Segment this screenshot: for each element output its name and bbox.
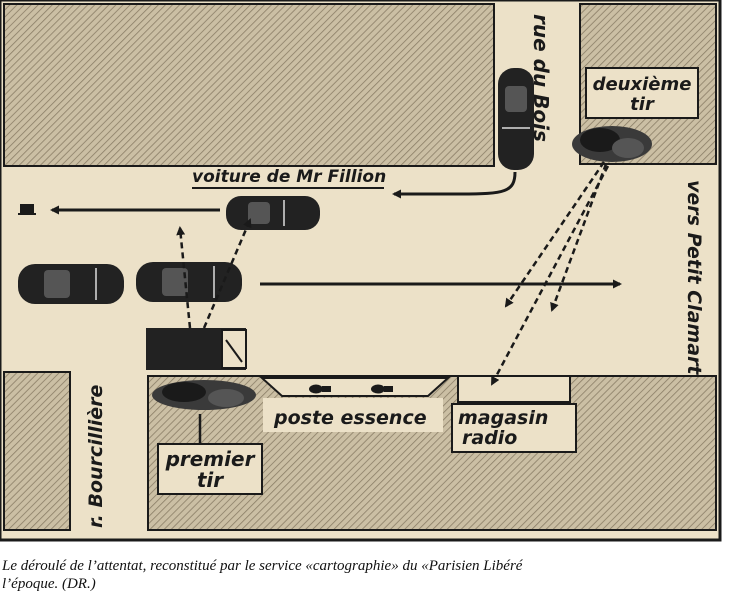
fillion-car-label: voiture de Mr Fillion [192, 167, 386, 187]
street-label-bourcilliere: r. Bourcillière [85, 385, 107, 528]
car-turn-arrow [392, 171, 517, 199]
caption-line-1: Le déroulé de l’attentat, reconstitué pa… [2, 558, 523, 574]
fuel-pump-icon [371, 384, 393, 394]
figure-caption: Le déroulé de l’attentat, reconstitué pa… [2, 557, 736, 597]
first-shot-label-line1: premier [165, 447, 256, 471]
radio-shop-box [451, 403, 577, 453]
motorcycle-icon [18, 204, 36, 215]
shot-line-second-1 [504, 161, 606, 308]
gas-station-label: poste essence [273, 407, 427, 429]
block-top-left [3, 3, 495, 167]
gas-station-label-bg [263, 398, 443, 432]
block-bottom-left [3, 371, 71, 531]
first-shot-box [157, 443, 263, 495]
attackers-van [146, 328, 247, 370]
radio-shop-label-line1: magasin [458, 407, 548, 429]
second-shooters-cluster [572, 126, 652, 162]
shot-lines [176, 161, 610, 386]
gas-station [259, 377, 451, 432]
car-fillion [226, 196, 320, 230]
radio-shop-label-line2: radio [462, 427, 517, 449]
car-left-1 [18, 264, 124, 304]
fuel-pump-icon [309, 384, 331, 394]
gas-station-forecourt [259, 377, 451, 397]
first-shot-label-line2: tir [197, 468, 224, 492]
car-de-gaulle [136, 262, 242, 302]
second-shot-label-line1: deuxième [593, 74, 692, 95]
attack-map: rue du Bois r. Bourcillière vers Petit C… [0, 0, 722, 542]
second-shot-label-line2: tir [630, 94, 655, 115]
second-shot-box [585, 67, 699, 119]
car-rue-du-bois [498, 68, 534, 170]
shot-line-second-3 [490, 165, 610, 386]
first-shooters-cluster [152, 380, 256, 410]
shot-line-first-1 [176, 226, 192, 329]
street-label-petit-clamart: vers Petit Clamart [683, 180, 705, 375]
street-label-rue-du-bois: rue du Bois [529, 14, 553, 142]
caption-line-2: l’époque. (DR.) [2, 576, 96, 592]
trajectory-arrows [50, 171, 622, 289]
